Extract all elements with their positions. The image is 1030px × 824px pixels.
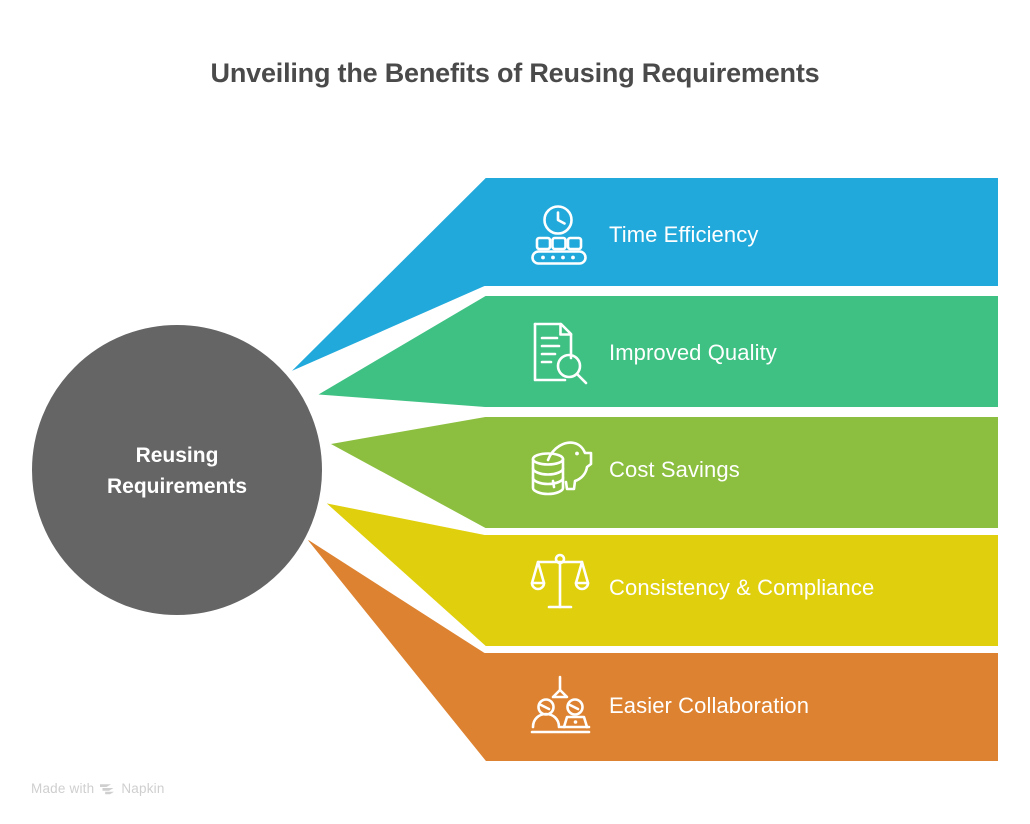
watermark-made-with-text: Made with (31, 781, 95, 796)
band-shape-easier-collaboration[interactable] (296, 529, 1002, 765)
hub-label-line1: Reusing (135, 444, 219, 467)
conveyor-clock-icon (531, 205, 587, 265)
napkin-logo-icon (100, 784, 115, 795)
document-search-icon (533, 322, 588, 385)
hub-label-line2: Requirements (106, 475, 248, 498)
piggy-bank-icon (531, 441, 593, 496)
band-shape-improved-quality[interactable] (310, 292, 1002, 411)
band-label-easier-collaboration: Easier Collaboration (609, 693, 810, 718)
band-shape-cost-savings[interactable] (323, 413, 1002, 532)
band-label-consistency-compliance: Consistency & Compliance (609, 575, 875, 600)
hub-label: Reusing Requirements (47, 440, 307, 502)
band-shape-consistency-compliance[interactable] (318, 498, 1002, 650)
watermark: Made with Napkin (31, 781, 165, 796)
balance-scales-icon (530, 553, 590, 609)
hub-circle[interactable] (28, 321, 326, 619)
watermark-brand: Napkin (121, 781, 165, 796)
band-label-time-efficiency: Time Efficiency (609, 222, 759, 247)
band-shape-time-efficiency[interactable] (281, 174, 1002, 379)
band-label-improved-quality: Improved Quality (609, 340, 777, 365)
collaboration-icon (530, 675, 591, 734)
band-label-cost-savings: Cost Savings (609, 457, 740, 482)
page-title: Unveiling the Benefits of Reusing Requir… (210, 58, 820, 88)
